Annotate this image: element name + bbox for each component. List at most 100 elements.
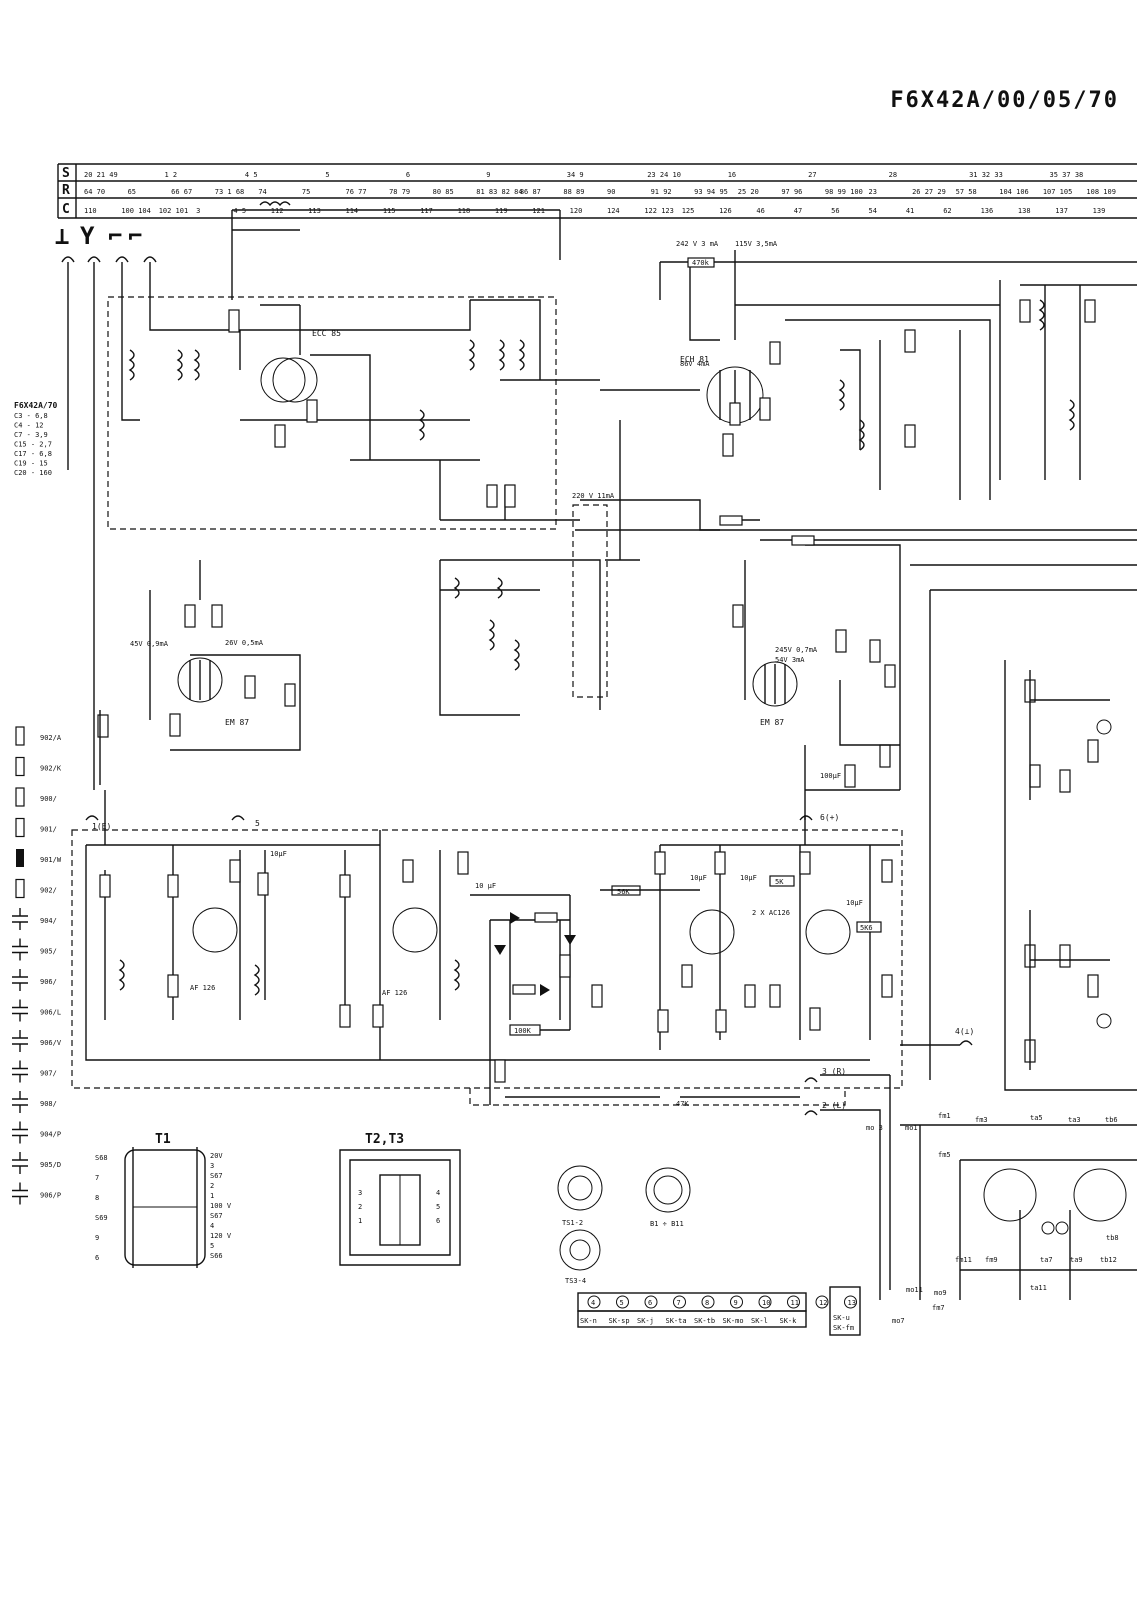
- switch-label: fm3: [975, 1116, 988, 1124]
- strip-number: 4: [591, 1299, 595, 1307]
- t1-pin: 8: [95, 1194, 99, 1202]
- strip-label: SK-fm: [833, 1324, 854, 1332]
- switch-label: fm1: [938, 1112, 951, 1120]
- svg-text:ECC 85: ECC 85: [312, 329, 341, 338]
- svg-text:54V 3mA: 54V 3mA: [775, 656, 805, 664]
- variant-value: C17 - 6,8: [14, 450, 52, 458]
- t1-pin: S67: [210, 1172, 223, 1180]
- legend-symbol: [15, 878, 25, 899]
- index-row-label-s: S: [62, 166, 70, 181]
- index-entry: 137: [1055, 207, 1068, 215]
- switch-label: mo9: [934, 1289, 947, 1297]
- index-entry: 75: [302, 188, 310, 196]
- index-entry: 1 2: [164, 171, 177, 179]
- svg-text:TS3-4: TS3-4: [565, 1277, 586, 1285]
- legend-symbol: [12, 1091, 28, 1113]
- svg-text:2 X AC126: 2 X AC126: [752, 909, 790, 917]
- index-entry: 27: [808, 171, 816, 179]
- legend-symbol: [12, 1182, 28, 1205]
- svg-text:10µF: 10µF: [740, 874, 757, 882]
- index-entry: 81 83 82 84: [476, 188, 522, 196]
- legend-symbol: [12, 969, 28, 991]
- switch-label: mo11: [906, 1286, 923, 1294]
- index-entry: 16: [728, 171, 736, 179]
- switch-label: mo7: [892, 1317, 905, 1325]
- svg-text:5K: 5K: [775, 878, 784, 886]
- connector-3: 3 (R): [822, 1067, 846, 1076]
- svg-text:ECH 81: ECH 81: [680, 355, 709, 364]
- index-entry: 57 58: [956, 188, 977, 196]
- tone-control-section: [910, 564, 1137, 1091]
- connector-2: 2 (L): [822, 1101, 846, 1110]
- index-entry: 113: [308, 207, 321, 215]
- t1-pin: 6: [95, 1254, 99, 1262]
- strip-label: SK-k: [780, 1317, 798, 1325]
- strip-terminal: [616, 1295, 629, 1309]
- index-entry: 139: [1093, 207, 1106, 215]
- index-entry: 64 70: [84, 188, 105, 196]
- svg-text:100µF: 100µF: [820, 772, 841, 780]
- socket-pinouts: TS1-2 B1 ÷ B11 TS3-4: [557, 1165, 691, 1285]
- strip-number: 7: [677, 1299, 681, 1307]
- variant-value: C3 - 6,8: [14, 412, 48, 420]
- legend-code: 907/: [40, 1070, 57, 1078]
- t1-pin: S66: [210, 1252, 223, 1260]
- switch-label: ta3: [1068, 1116, 1081, 1124]
- if-section: 242 V 3 mA 115V 3,5mA 86V 4mA 220 V 11mA…: [439, 240, 1137, 716]
- connector-4: 4(⊥): [955, 1027, 974, 1036]
- symbol-legend: 902/A902/K900/901/901/W902/904/905/906/9…: [12, 726, 62, 1205]
- index-entry: 136: [981, 207, 994, 215]
- strip-number: 13: [848, 1299, 856, 1307]
- switch-label: fm9: [985, 1256, 998, 1264]
- svg-text:470k: 470k: [692, 259, 710, 267]
- index-entry: 100 104: [121, 207, 151, 215]
- index-entry: 97 96: [781, 188, 802, 196]
- legend-code: 908/: [40, 1100, 57, 1108]
- switch-label: tb6: [1105, 1116, 1118, 1124]
- svg-text:T2,T3: T2,T3: [365, 1132, 404, 1147]
- index-entry: 122 123: [644, 207, 674, 215]
- index-entry: 34 9: [567, 171, 584, 179]
- switch-label: ta7: [1040, 1256, 1053, 1264]
- document-title: F6X42A/00/05/70: [890, 88, 1119, 113]
- index-entry: 46: [756, 207, 764, 215]
- legend-code: 902/: [40, 887, 57, 895]
- svg-text:10µF: 10µF: [270, 850, 287, 858]
- strip-number: 10: [762, 1299, 770, 1307]
- t1-pin: S67: [210, 1212, 223, 1220]
- legend-symbol: [12, 1152, 28, 1174]
- strip-label: SK-mo: [723, 1317, 744, 1325]
- strip-label: SK-u: [833, 1314, 850, 1322]
- index-entry: 138: [1018, 207, 1031, 215]
- index-entry: 108 109: [1086, 188, 1116, 196]
- antenna-y-symbol: Y: [80, 222, 95, 250]
- t23-pin: 6: [436, 1217, 440, 1225]
- tuner-section: [121, 201, 600, 521]
- index-row-label-r: R: [62, 183, 70, 198]
- t23-pin: 5: [436, 1203, 440, 1211]
- t1-pin: 3: [210, 1162, 214, 1170]
- t1-pin: 1: [210, 1192, 214, 1200]
- svg-text:115V 3,5mA: 115V 3,5mA: [735, 240, 778, 248]
- legend-code: 900/: [40, 795, 57, 803]
- strip-terminal: [815, 1295, 829, 1309]
- index-entry: 20 21 49: [84, 171, 118, 179]
- svg-text:5K6: 5K6: [860, 924, 873, 932]
- index-entry: 86 87: [520, 188, 541, 196]
- strip-number: 9: [734, 1299, 738, 1307]
- strip-terminal: [758, 1295, 772, 1309]
- switch-label: fm11: [955, 1256, 972, 1264]
- legend-code: 904/: [40, 917, 57, 925]
- legend-symbol: [16, 849, 24, 867]
- legend-symbol: [12, 908, 28, 930]
- index-entry: 9: [486, 171, 490, 179]
- index-entry: 98 99 100: [825, 188, 863, 196]
- tube-b2: ECH 81: [680, 341, 781, 457]
- legend-code: 906/L: [40, 1009, 61, 1017]
- strip-label: SK-n: [580, 1317, 597, 1325]
- index-entry: 5: [325, 171, 329, 179]
